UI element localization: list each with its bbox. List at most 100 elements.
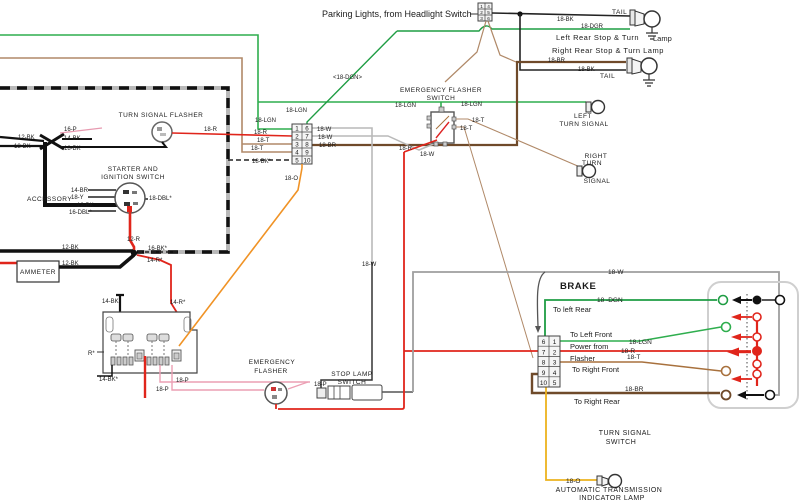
atil-caption-1: AUTOMATIC TRANSMISSION	[556, 487, 663, 494]
accessory-caption: ACCESSORY	[27, 196, 72, 203]
wire-14-bk-star	[97, 365, 113, 377]
wire-18-lgn-c: 18-LGN	[395, 103, 416, 109]
wire-18-o	[178, 167, 303, 347]
wire-black-to-switch	[320, 262, 373, 388]
connector-pin-number: 2	[295, 133, 299, 140]
wire-18-r-c: 18-R	[399, 146, 413, 152]
wire-18-w-brake	[412, 271, 780, 396]
wire-18-w-e: 18-W	[608, 269, 624, 276]
wire-18-dgr: 18-DGR	[581, 24, 604, 30]
ammeter-caption: AMMETER	[20, 269, 56, 276]
right-turn-caption-3: SIGNAL	[584, 178, 611, 185]
wire-18-lgn-top: 18-LGN	[286, 108, 307, 114]
wire-18-w-d: 18-W	[420, 152, 435, 158]
wire-18-p-b: 18-P	[156, 387, 169, 393]
left-rear-caption: Left Rear Stop & Turn	[556, 33, 639, 42]
harness-top-left	[0, 25, 630, 254]
wire-16-p	[59, 127, 103, 134]
wire-14-r-a: 14-R*	[147, 258, 163, 264]
connector-pin-number: 1	[295, 125, 299, 132]
wire-14-bk-b: 14-BK	[102, 299, 119, 305]
wire-12-bk-b: 12-BK	[77, 203, 94, 209]
wire-18-w-vertical	[312, 127, 373, 262]
atil-caption-2: INDICATOR LAMP	[579, 495, 645, 502]
arrow-left-icon	[731, 375, 741, 383]
wire-18-t-a: 18-T	[257, 138, 270, 144]
connector-pin-number: 10	[304, 157, 311, 164]
contact-brown	[720, 389, 732, 401]
contact-power	[752, 346, 762, 356]
em-flasher-caption-1: EMERGENCY	[249, 359, 296, 366]
wire-14-br: 14-BR	[71, 188, 89, 194]
connector-pin-number: 4	[487, 4, 490, 9]
connector-pin-number: 10	[540, 380, 548, 387]
wire-18-br-mid: 18-BR	[319, 143, 337, 149]
contact-open	[774, 294, 786, 306]
wire-18-r-a: 18-R	[204, 127, 218, 133]
contact-lgn	[720, 321, 732, 333]
connector-pin-number: 8	[542, 360, 546, 367]
arrow-left-icon	[731, 313, 741, 321]
connector-pin-number: 3	[480, 16, 483, 21]
left-rear-lamp	[629, 9, 661, 40]
connector-pin-number: 9	[542, 370, 546, 377]
connector-pin-number: 6	[542, 339, 546, 346]
wire-18-p-a: 18-P	[176, 378, 189, 384]
wire-18-w-b: 18-W	[318, 135, 333, 141]
connector-pin-number: 2	[553, 349, 557, 356]
to-right-rear-caption: To Right Rear	[574, 397, 620, 406]
connector-pin-number: 5	[553, 380, 557, 387]
connector-pin-number: 4	[553, 370, 557, 377]
bulb	[590, 99, 606, 115]
wire-12-bk-ammeter	[59, 253, 136, 269]
wire-12-bk-a: 12-BK	[18, 135, 35, 141]
em-flasher-caption-2: FLASHER	[254, 368, 287, 375]
wire-18-t-run	[0, 57, 292, 153]
arrow-left-icon	[732, 296, 741, 304]
wire-18-t-d: 18-T	[460, 126, 473, 132]
connector-pin-number: 5	[487, 10, 490, 15]
red-flasher-run	[278, 152, 538, 410]
wire-18-bk-left-rear	[491, 12, 631, 17]
stop-lamp-caption-1: STOP LAMP	[331, 371, 372, 378]
transmission-indicator-lamp	[545, 387, 623, 489]
connector-pin-number: 6	[305, 125, 309, 132]
wire-18-w-to-ef	[312, 135, 437, 151]
bulb	[607, 473, 623, 489]
arrow-left-icon	[737, 391, 746, 399]
ts-switch-caption-1: TURN SIGNAL	[599, 430, 652, 437]
connector-pin-number: 7	[542, 349, 546, 356]
wire-12-bk-c: 12-BK	[62, 245, 79, 251]
connector-pin-number: 4	[295, 149, 299, 156]
wire-18-y: 18-Y	[71, 195, 84, 201]
junction-dot	[517, 11, 523, 17]
bulb	[640, 57, 658, 75]
wire-18-r-b: 18-R	[254, 130, 268, 136]
wire-18-bk-to-flasher	[62, 141, 169, 148]
wire-18-t-e: 18-T	[627, 354, 640, 361]
right-turn-caption-1: RIGHT	[585, 153, 608, 160]
wire-18-bk-star: 18-BK*	[252, 159, 272, 165]
left-turn-indicator	[585, 99, 606, 115]
wire-18-p-2	[171, 365, 264, 391]
connector-pin-number: 1	[553, 339, 557, 346]
wire-18-dgr-run	[397, 25, 630, 32]
wire-18-dgn-left-rear	[544, 299, 717, 336]
wire-18-br-vee-right	[487, 20, 517, 63]
wire-18-p-c: 18-P	[314, 382, 327, 388]
wire-18-lgn-run	[0, 34, 292, 130]
arrow-left-icon	[731, 333, 741, 341]
wire-accessory-feed	[43, 142, 117, 207]
arrow-left-icon	[727, 347, 739, 357]
bulb	[581, 163, 597, 179]
connector-pin-number: 1	[480, 4, 483, 9]
wire-18-dgn-diagonal	[306, 30, 398, 124]
ground-icon	[643, 74, 655, 87]
starter-caption-2: IGNITION SWITCH	[101, 174, 165, 181]
wire-16-bk-star: 16-BK*	[148, 246, 168, 252]
emergency-flasher	[264, 381, 288, 409]
ground-icon	[646, 27, 658, 40]
parking-lights-caption: Parking Lights, from Headlight Switch	[322, 9, 472, 19]
